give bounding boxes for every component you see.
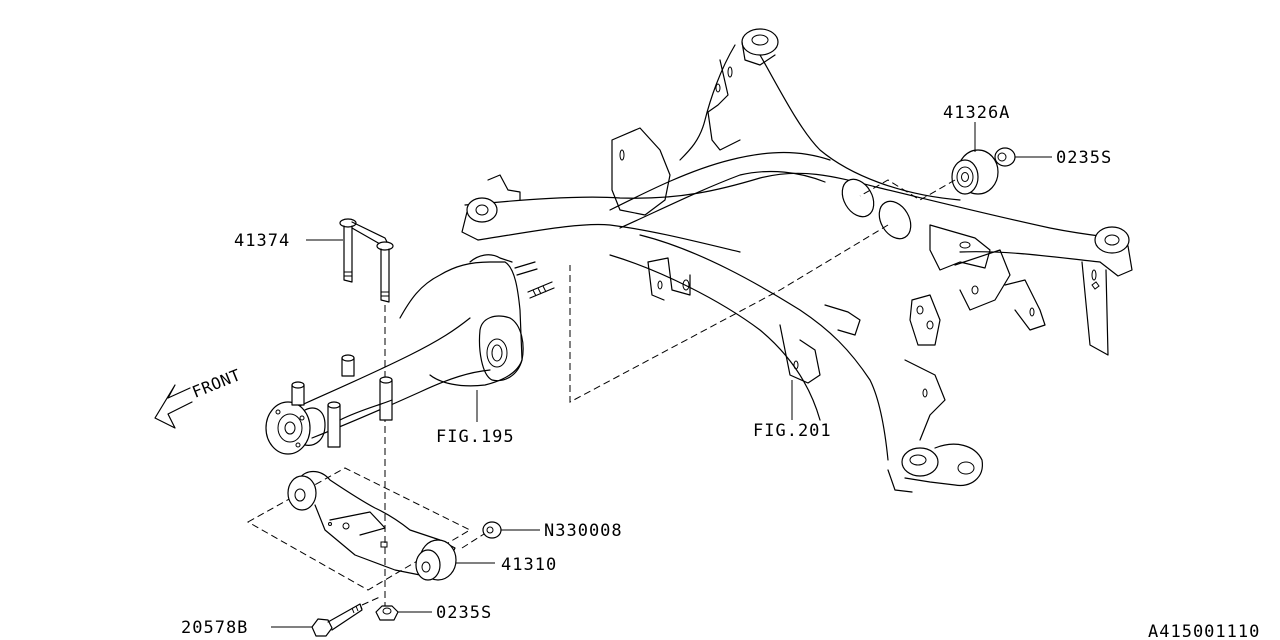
mount-bracket-41310[interactable] xyxy=(246,467,472,591)
nut-N330008[interactable] xyxy=(482,521,502,539)
bolt-set-41374[interactable] xyxy=(339,218,394,303)
nut-0235S-lower[interactable] xyxy=(375,605,399,621)
callout-41374[interactable]: 41374 xyxy=(234,231,290,251)
crossmember-drawing[interactable] xyxy=(461,28,1133,493)
callout-41310[interactable]: 41310 xyxy=(501,555,557,575)
callout-0235S-upper[interactable]: 0235S xyxy=(1056,148,1112,168)
differential-assembly[interactable] xyxy=(265,254,555,455)
front-direction-arrow: FRONT xyxy=(154,365,243,429)
callout-N330008[interactable]: N330008 xyxy=(544,521,623,541)
callout-fig-195[interactable]: FIG.195 xyxy=(436,427,515,447)
callout-fig-201[interactable]: FIG.201 xyxy=(753,421,832,441)
callout-0235S-lower[interactable]: 0235S xyxy=(436,603,492,623)
front-arrow-icon xyxy=(154,384,193,429)
callout-41326A[interactable]: 41326A xyxy=(943,103,1010,123)
bushing-41326A[interactable] xyxy=(951,149,999,195)
bolt-20578B[interactable] xyxy=(311,603,363,637)
callout-20578B[interactable]: 20578B xyxy=(181,618,248,638)
diagram-reference-code: A415001110 xyxy=(1148,622,1260,640)
nut-0235S-upper[interactable] xyxy=(994,147,1016,167)
leader-lines xyxy=(271,122,1052,628)
front-label: FRONT xyxy=(189,365,243,402)
